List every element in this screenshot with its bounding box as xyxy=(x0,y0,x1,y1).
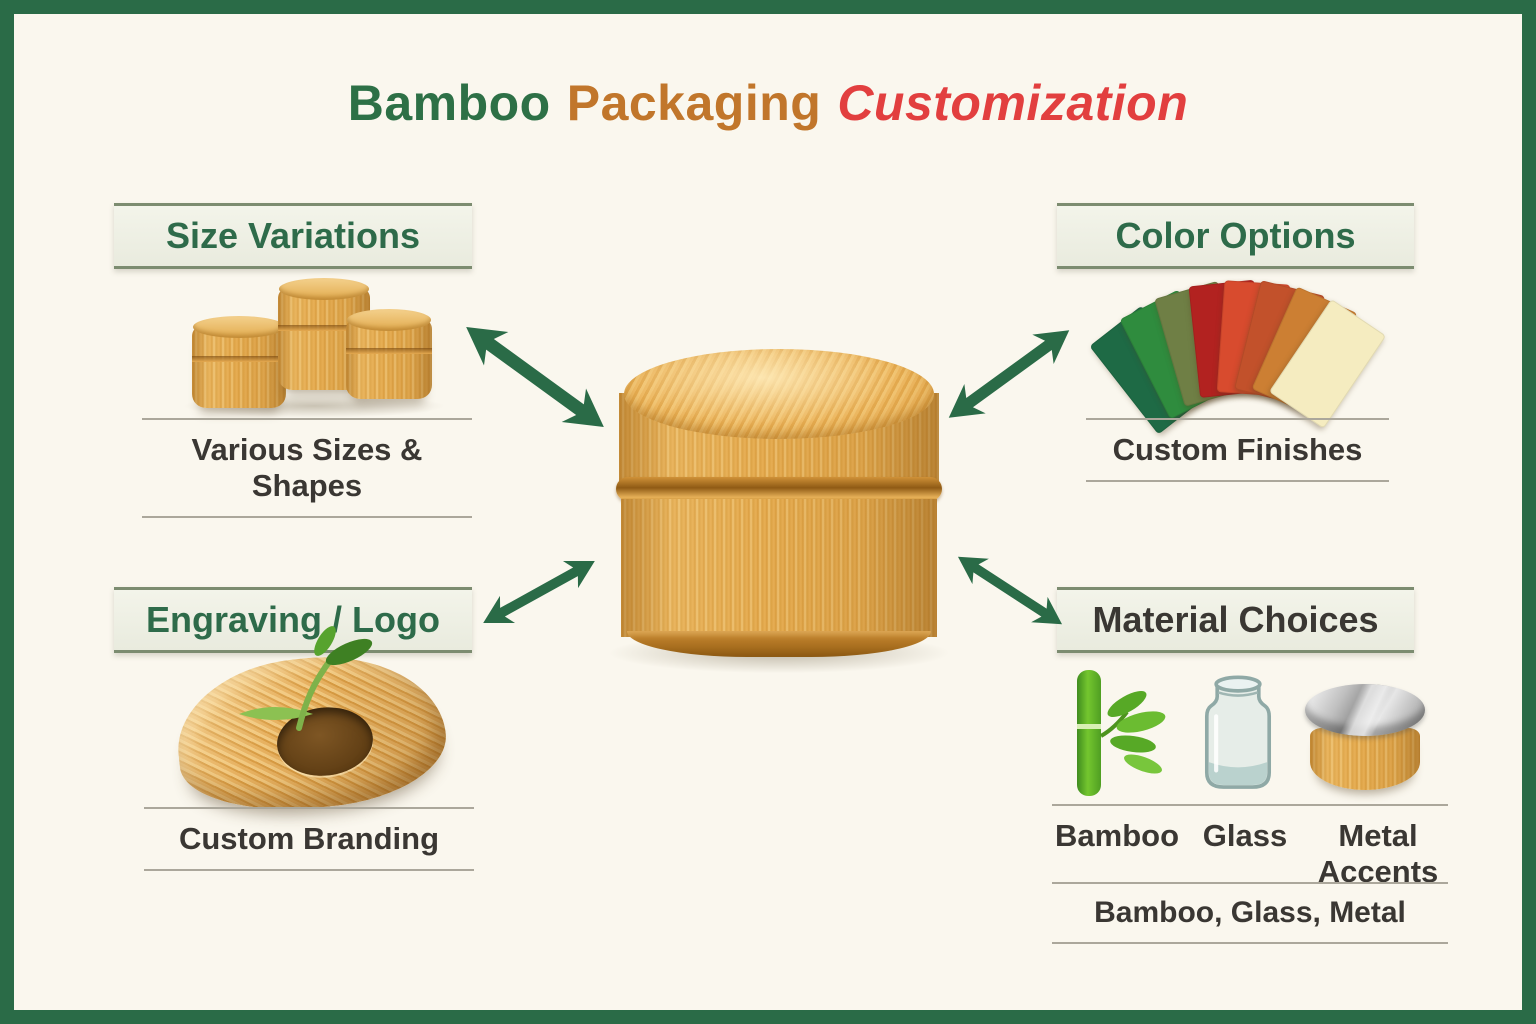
arrow-shape xyxy=(948,330,1070,418)
arrow-shape xyxy=(466,326,604,428)
bamboo-branch xyxy=(1099,710,1129,738)
size-variations-caption: Various Sizes & Shapes xyxy=(142,418,472,518)
color-options-caption: Custom Finishes xyxy=(1086,418,1389,482)
arrow-bottom-right-icon xyxy=(957,556,1063,625)
material-label-metal-accents: Metal Accents xyxy=(1317,818,1439,889)
title-part-bamboo: Bamboo xyxy=(347,75,551,131)
engraving-logo-banner: Engraving / Logo xyxy=(114,587,472,653)
metal-lid-jar-icon xyxy=(1302,684,1428,796)
glass-jar-thread xyxy=(1217,691,1259,697)
title-part-customization: Customization xyxy=(837,75,1189,131)
jar-groove xyxy=(346,347,432,354)
bamboo-leaf xyxy=(1116,711,1166,733)
bamboo-leaf xyxy=(1107,691,1147,717)
sprout-leaf xyxy=(314,626,336,656)
jar-lid-top xyxy=(192,316,286,338)
glass-jar-rim xyxy=(1214,675,1262,693)
glass-jar-icon xyxy=(1204,675,1272,789)
metal-jar-wood-body xyxy=(1310,728,1420,790)
bamboo-leaf xyxy=(1124,754,1162,774)
engraving-caption: Custom Branding xyxy=(144,807,474,871)
glass-jar-body xyxy=(1204,685,1272,789)
size-variations-header: Size Variations xyxy=(165,215,421,256)
color-options-banner: Color Options xyxy=(1057,203,1414,269)
arrow-top-right-icon xyxy=(948,330,1070,418)
material-label-bamboo: Bamboo xyxy=(1055,818,1179,853)
material-label-glass: Glass xyxy=(1202,818,1288,853)
jar-lid-top xyxy=(624,349,934,439)
sprout-blade-leaf xyxy=(239,707,313,720)
color-swatch-fan-icon xyxy=(1089,276,1387,435)
sprout-stem xyxy=(296,655,335,731)
bamboo-leaf xyxy=(1110,735,1156,753)
metal-lid xyxy=(1305,684,1425,736)
materials-caption: Bamboo, Glass, Metal xyxy=(1052,882,1448,944)
jar-lid-top xyxy=(346,309,432,331)
glass-jar-water xyxy=(1208,762,1268,785)
jar-groove-ring xyxy=(616,477,942,501)
arrow-top-left-icon xyxy=(466,326,604,428)
arrow-shape xyxy=(483,560,595,624)
jar-groove xyxy=(192,355,286,362)
bamboo-node xyxy=(1077,724,1101,729)
material-choices-header: Material Choices xyxy=(1092,599,1379,640)
bamboo-stalk xyxy=(1077,670,1101,796)
arrow-bottom-left-icon xyxy=(483,560,595,624)
size-variations-banner: Size Variations xyxy=(114,203,472,269)
arrow-shape xyxy=(957,556,1063,625)
title-part-packaging: Packaging xyxy=(566,75,822,131)
bamboo-stalk-icon xyxy=(1077,670,1166,796)
jar-groove xyxy=(278,324,370,331)
jar-base-rim xyxy=(627,631,931,657)
color-options-header: Color Options xyxy=(1115,215,1356,256)
sprout-leaf xyxy=(325,638,373,666)
material-labels-row: Bamboo Glass Metal Accents xyxy=(1052,804,1448,889)
small-bamboo-jar-icon xyxy=(192,316,286,408)
page-title: Bamboo Packaging Customization xyxy=(14,74,1522,132)
jar-body xyxy=(621,499,937,637)
sprout-icon xyxy=(239,626,373,731)
material-choices-banner: Material Choices xyxy=(1057,587,1414,653)
bamboo-jar-icon xyxy=(616,349,942,659)
engraving-logo-header: Engraving / Logo xyxy=(146,599,440,640)
small-bamboo-jar-icon xyxy=(346,309,432,399)
jar-lid-top xyxy=(278,278,370,300)
